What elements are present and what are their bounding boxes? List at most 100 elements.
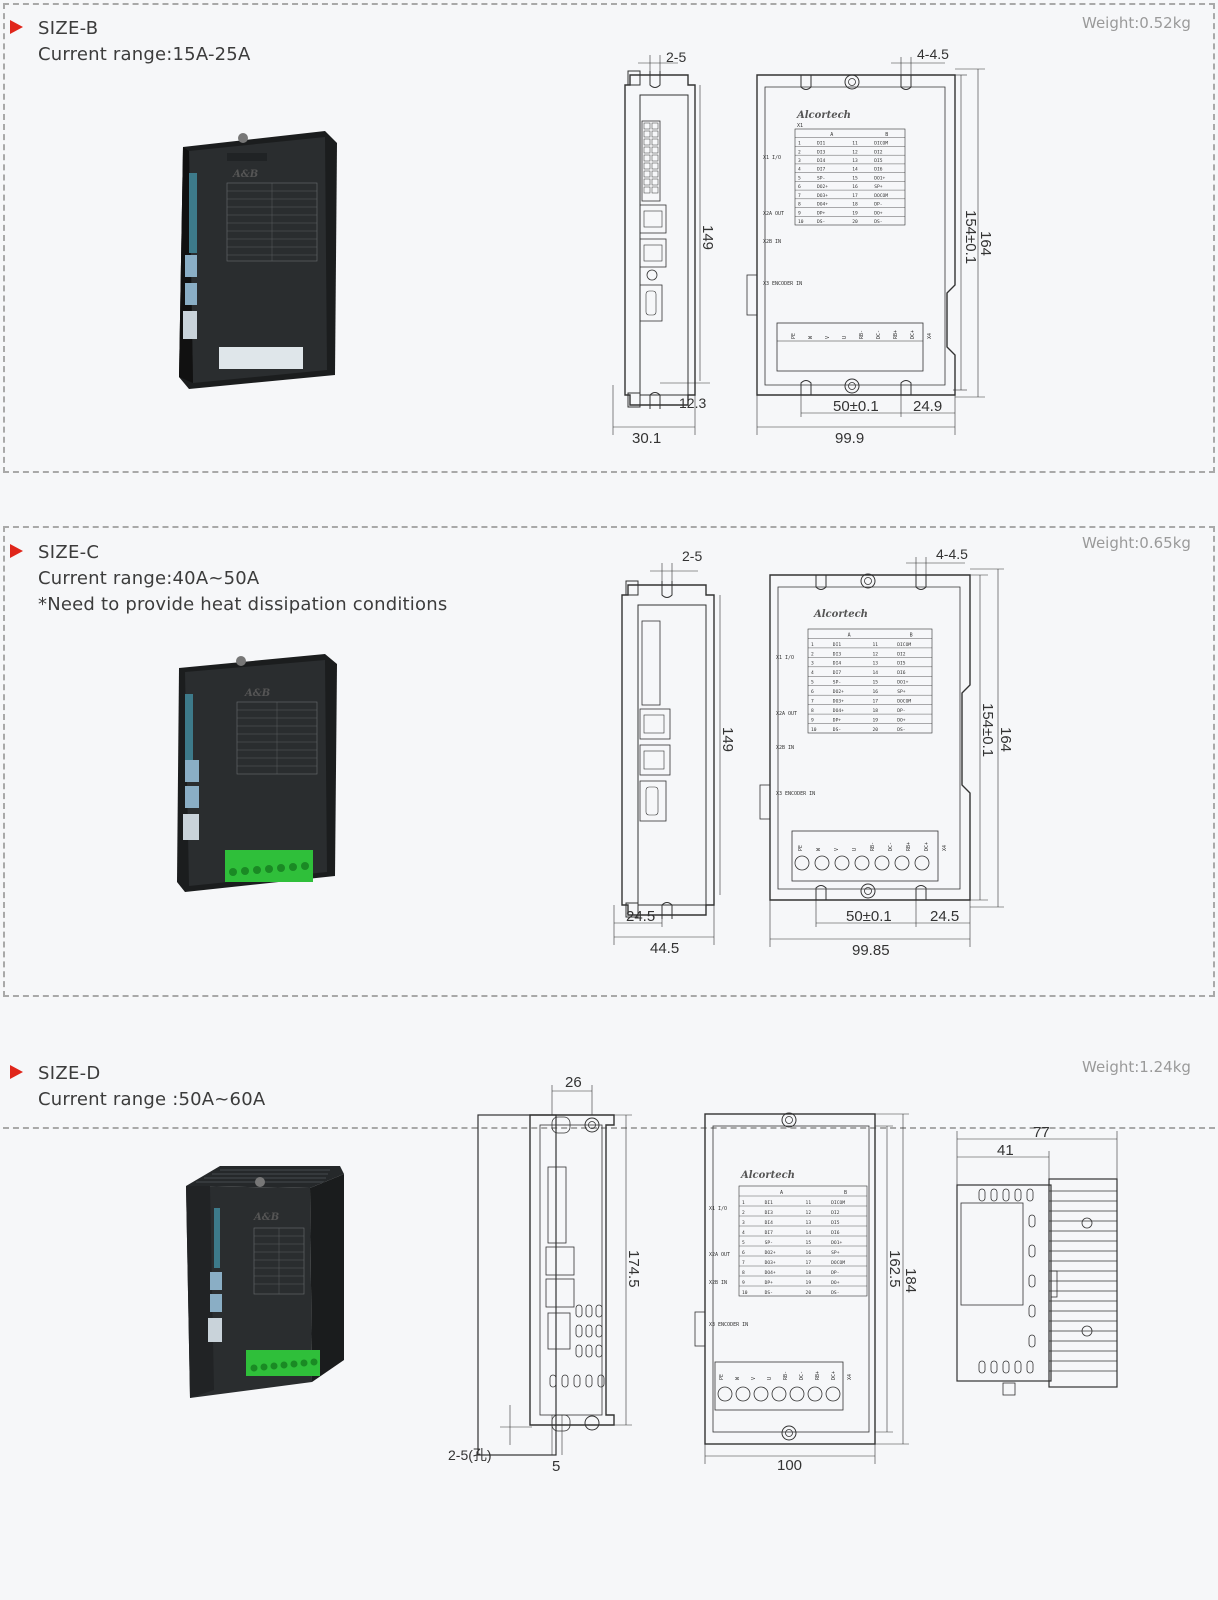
dim-c-side-height: 149	[719, 727, 736, 752]
power-terminal-label: DC+	[831, 1371, 837, 1380]
pin-table-b	[794, 128, 906, 226]
power-terminal-label: W	[816, 847, 822, 851]
section-c-note: *Need to provide heat dissipation condit…	[38, 594, 448, 615]
pin-table-cell: 20	[806, 1290, 812, 1296]
dim-d-hole-width: 5	[552, 1458, 560, 1475]
pin-table-cell: 4	[811, 670, 814, 676]
pin-table-cell: DICOM	[831, 1200, 845, 1206]
section-d-title: SIZE-D	[10, 1063, 101, 1084]
power-terminal-label: DC+	[924, 842, 930, 851]
dim-b-depth: 30.1	[632, 430, 661, 447]
brand-c: Alcortech	[813, 609, 868, 620]
pin-table-cell: DS-	[833, 727, 841, 733]
pin-table-cell: SP-	[833, 680, 841, 686]
pin-table-cell: 3	[798, 158, 801, 164]
pin-table-cell: 12	[852, 149, 858, 155]
size-b-front-drawing: Alcortech X1 X1 I/O X2A OUT X2B IN X3 EN…	[746, 46, 994, 447]
pin-table-cell: 17	[872, 699, 878, 705]
pin-table-header: A	[830, 132, 833, 138]
x4-label: X4	[942, 845, 948, 851]
pin-table-cell: DO4+	[765, 1270, 776, 1276]
pin-table-cell: DI1	[817, 141, 826, 147]
pin-table-cell: DO4+	[833, 708, 844, 714]
pin-table-cell: DO+	[831, 1280, 840, 1286]
size-c-front-drawing: Alcortech X1 I/O X2A OUT X2B IN X3 ENCOD…	[759, 546, 1014, 959]
pin-table-cell: DO4+	[817, 202, 828, 208]
pin-table-header: B	[885, 132, 888, 138]
dim-c-outer-height: 164	[997, 727, 1014, 752]
section-c-current: Current range:40A~50A	[38, 568, 260, 589]
pin-table-cell: 12	[872, 651, 878, 657]
pin-table-cell: 7	[811, 699, 814, 705]
pin-table-cell: DS-	[817, 219, 825, 225]
pin-table-cell: 2	[811, 651, 814, 657]
power-terminal-label: DC-	[876, 330, 882, 339]
pin-table-cell: 5	[798, 175, 801, 181]
pin-table-cell: 18	[806, 1270, 812, 1276]
pin-table-cell: DO2+	[817, 184, 828, 190]
svg-text:X1: X1	[797, 123, 803, 129]
pin-table-cell: DS-	[874, 219, 882, 225]
pin-table-cell: DI5	[874, 158, 883, 164]
pin-table-cell: DO3+	[833, 699, 844, 705]
pin-table-cell: DOCOM	[831, 1260, 845, 1266]
power-terminal-label: PE	[791, 333, 797, 339]
svg-text:X2A OUT: X2A OUT	[763, 211, 784, 217]
pin-table-cell: 5	[742, 1240, 745, 1246]
svg-text:X3 ENCODER IN: X3 ENCODER IN	[776, 791, 815, 797]
pin-table-cell: DP-	[897, 708, 905, 714]
pin-table-cell: 15	[806, 1240, 812, 1246]
pin-table-cell: DI3	[817, 149, 826, 155]
pin-table-cell: 9	[798, 210, 801, 216]
pin-table-cell: DI2	[874, 149, 883, 155]
pin-table-cell: DI2	[897, 651, 906, 657]
pin-table-header: A	[848, 633, 851, 639]
power-terminal-label: DC-	[799, 1371, 805, 1380]
pin-table-cell: 19	[852, 210, 858, 216]
brand-d: Alcortech	[740, 1170, 795, 1181]
red-triangle-icon	[10, 20, 23, 34]
pin-table-cell: DS-	[831, 1290, 839, 1296]
pin-table-cell: DP+	[765, 1280, 774, 1286]
power-terminal-label: V	[834, 848, 840, 851]
dim-b-side-height: 149	[699, 225, 716, 250]
pin-table-cell: 17	[852, 193, 858, 199]
pin-table-cell: DI7	[817, 167, 826, 173]
power-terminal-label: DC-	[888, 842, 894, 851]
dim-d-depth-total: 77	[1033, 1124, 1050, 1141]
pin-table-cell: 14	[852, 167, 858, 173]
pin-table-cell: DS-	[897, 727, 905, 733]
pin-table-cell: 4	[798, 167, 801, 173]
pin-table-cell: 13	[872, 661, 878, 667]
power-terminal-label: W	[735, 1376, 741, 1380]
pin-table-cell: 9	[742, 1280, 745, 1286]
pin-table-cell: DO1+	[897, 680, 908, 686]
dim-c-edge-offset: 24.5	[930, 908, 959, 925]
power-terminal-label: RB-	[859, 330, 865, 339]
power-terminal-label: RB+	[815, 1371, 821, 1380]
power-terminal-label: V	[825, 336, 831, 339]
pin-table-cell: DICOM	[897, 642, 911, 648]
pin-table-cell: 19	[872, 717, 878, 723]
pin-table-cell: SP-	[817, 175, 825, 181]
product-label-d: A&B	[253, 1212, 279, 1223]
pin-table-cell: 10	[811, 727, 817, 733]
svg-text:X2B IN: X2B IN	[776, 745, 794, 751]
pin-table-cell: 2	[798, 149, 801, 155]
pin-table-cell: 1	[742, 1200, 745, 1206]
svg-text:X3 ENCODER IN: X3 ENCODER IN	[709, 1322, 748, 1328]
pin-table-cell: 4	[742, 1230, 745, 1236]
pin-table-cell: SP+	[831, 1250, 840, 1256]
pin-table-cell: DOCOM	[897, 699, 911, 705]
section-b-weight: Weight:0.52kg	[1082, 14, 1191, 32]
dim-d-hole-note: 2-5(孔)	[448, 1447, 492, 1463]
power-terminal-label: DC+	[910, 330, 916, 339]
dim-d-side-height: 174.5	[625, 1250, 642, 1288]
dim-d-outer-height: 184	[902, 1268, 919, 1293]
size-d-product-render: A&B	[186, 1166, 344, 1398]
pin-table-cell: 12	[806, 1210, 812, 1216]
pin-table-cell: DI7	[765, 1230, 774, 1236]
product-label-c: A&B	[244, 688, 270, 699]
pin-table-cell: DO3+	[817, 193, 828, 199]
size-c-product-render: A&B	[177, 654, 337, 892]
